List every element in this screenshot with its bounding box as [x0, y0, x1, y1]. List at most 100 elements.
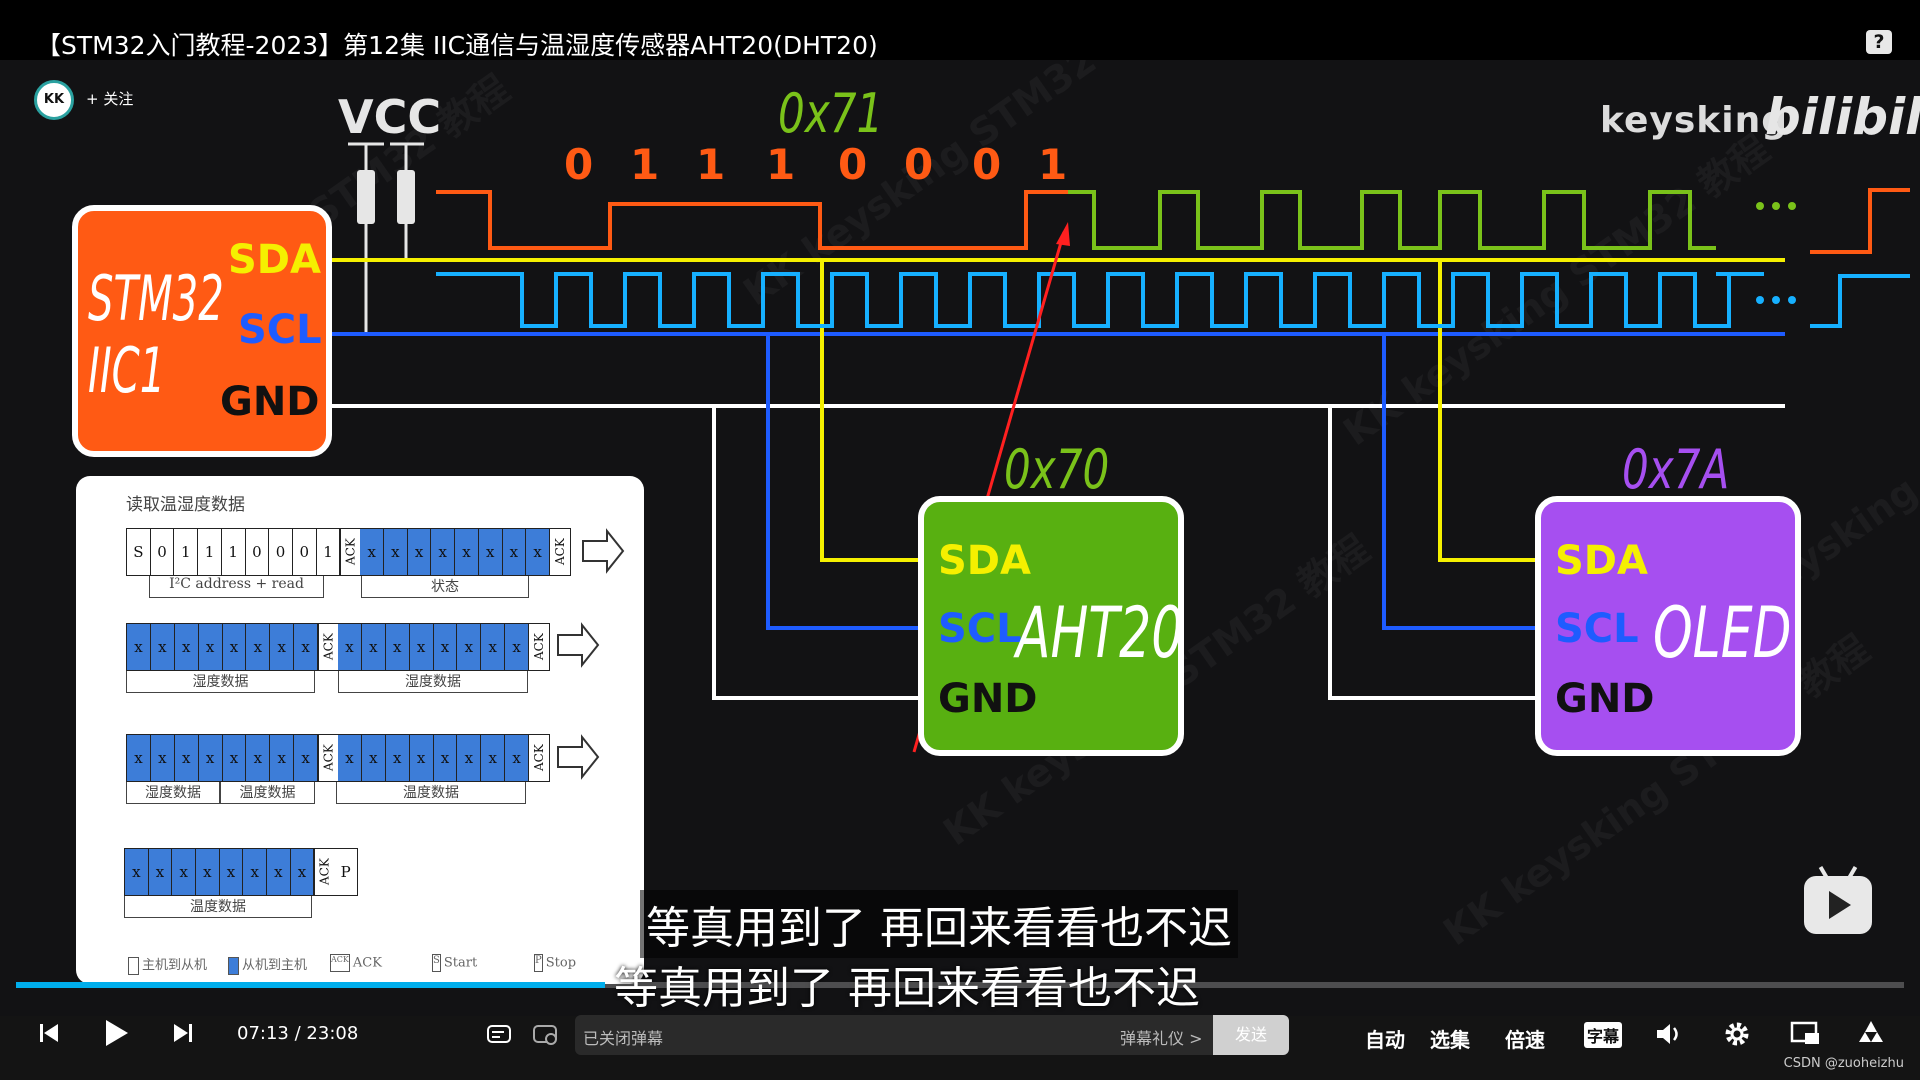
- tv-play-icon[interactable]: [1804, 865, 1872, 934]
- stm32-name-line2: IIC1: [88, 334, 166, 407]
- frame-cell: x: [431, 529, 456, 575]
- frame-cell: x: [481, 624, 506, 670]
- progress-bar[interactable]: [16, 982, 1904, 988]
- frame-cell: x: [270, 735, 295, 781]
- frame-cell: x: [174, 624, 199, 670]
- danmaku-toggle-icon[interactable]: [486, 1022, 514, 1046]
- frame-cell: x: [246, 735, 271, 781]
- frame-cell: x: [338, 624, 362, 670]
- frame-bracket: 状态: [361, 576, 529, 598]
- autoplay-button[interactable]: 自动: [1365, 1028, 1405, 1052]
- danmaku-input[interactable]: [575, 1015, 1235, 1055]
- danmaku-etiquette-link[interactable]: 弹幕礼仪 >: [1120, 1029, 1203, 1048]
- arrow-right-icon: [582, 528, 625, 574]
- pin-sda: SDA: [1555, 538, 1648, 584]
- legend-label: ACK: [352, 955, 382, 971]
- time-display: 07:13 / 23:08: [237, 1023, 358, 1044]
- frame-cell: x: [361, 735, 386, 781]
- frame-cell: x: [407, 529, 432, 575]
- frame-cell: 1: [198, 529, 222, 575]
- frame-cell: ACK: [549, 529, 570, 575]
- danmaku-settings-icon[interactable]: [532, 1022, 560, 1046]
- aht20-address: 0x70: [1004, 438, 1110, 501]
- send-button[interactable]: 发送: [1213, 1015, 1289, 1055]
- frame-cell: x: [361, 624, 386, 670]
- datasheet-title: 读取温湿度数据: [126, 495, 245, 515]
- frame-cell: x: [127, 624, 151, 670]
- stm32-name-line1: STM32: [88, 262, 224, 335]
- next-icon[interactable]: [172, 1022, 194, 1044]
- pin-gnd: GND: [938, 676, 1038, 722]
- pin-gnd: GND: [220, 379, 320, 425]
- pin-scl: SCL: [238, 307, 322, 353]
- volume-icon[interactable]: [1654, 1020, 1684, 1048]
- legend-swatch: P: [534, 954, 543, 972]
- oled-name: OLED: [1653, 592, 1792, 674]
- frame-cell: x: [198, 624, 223, 670]
- frame-cell: x: [455, 529, 479, 575]
- stm32-block: STM32 IIC1 SDA SCL GND: [72, 205, 332, 457]
- pin-sda: SDA: [228, 237, 321, 283]
- frame-cell: x: [409, 735, 434, 781]
- pin-sda: SDA: [938, 538, 1031, 584]
- frame-cell: 1: [174, 529, 199, 575]
- bit-label: 1: [696, 140, 726, 189]
- video-title: 【STM32入门教程-2023】第12集 IIC通信与温湿度传感器AHT20(D…: [36, 31, 878, 60]
- danmaku-placeholder: 已关闭弹幕: [583, 1029, 664, 1048]
- bilibili-logo: bilibili: [1765, 88, 1920, 146]
- frame-cell: x: [172, 849, 197, 895]
- frame-cell: ACK: [529, 735, 549, 781]
- episodes-button[interactable]: 选集: [1430, 1028, 1470, 1052]
- frame-cell: x: [409, 624, 434, 670]
- arrow-right-icon: [557, 734, 600, 780]
- current-time: 07:13: [237, 1023, 289, 1044]
- frame-bracket: I²C address + read: [149, 576, 324, 598]
- oled-address: 0x7A: [1622, 438, 1730, 501]
- frame-cell: x: [150, 624, 175, 670]
- previous-icon[interactable]: [38, 1022, 60, 1044]
- frame-cell: x: [196, 849, 220, 895]
- play-icon[interactable]: [102, 1018, 130, 1048]
- progress-fill: [16, 982, 606, 988]
- frame-cell: x: [457, 735, 482, 781]
- legend-swatch: S: [432, 954, 441, 972]
- frame-cell: ACK: [340, 529, 361, 575]
- frame-cell: x: [384, 529, 408, 575]
- picture-in-picture-icon[interactable]: [1790, 1020, 1822, 1048]
- frame-cell: x: [222, 735, 247, 781]
- frame-cell: x: [219, 849, 244, 895]
- frame-cell: x: [294, 735, 318, 781]
- frame-cell: x: [243, 849, 268, 895]
- uploader-avatar[interactable]: KK: [34, 80, 74, 120]
- question-icon[interactable]: ?: [1866, 30, 1892, 54]
- frame-bracket: 温度数据: [220, 782, 315, 804]
- time-separator: /: [294, 1023, 301, 1044]
- frame-bracket: 湿度数据: [126, 671, 315, 693]
- subtitle-button[interactable]: 字幕: [1584, 1022, 1623, 1048]
- frame-cell: x: [148, 849, 173, 895]
- frame-cell: x: [478, 529, 503, 575]
- frame-cell: P: [340, 863, 351, 881]
- frame-cell: S: [127, 529, 151, 575]
- frame-cell: x: [125, 849, 149, 895]
- settings-gear-icon[interactable]: [1722, 1019, 1752, 1049]
- frame-cell: ACK: [318, 735, 338, 781]
- speed-button[interactable]: 倍速: [1505, 1028, 1545, 1052]
- legend-label: 从机到主机: [242, 958, 308, 973]
- frame-cell: x: [174, 735, 199, 781]
- address-label: 0x71: [778, 82, 884, 145]
- frame-cell: x: [526, 529, 550, 575]
- frame-cell: x: [433, 624, 458, 670]
- frame-cell: x: [150, 735, 175, 781]
- bit-label: 1: [766, 140, 796, 189]
- frame-cell: x: [433, 735, 458, 781]
- frame-cell: 0: [246, 529, 270, 575]
- follow-button[interactable]: + 关注: [86, 90, 134, 108]
- frame-cell: x: [360, 529, 385, 575]
- vcc-label: VCC: [338, 90, 442, 144]
- fullscreen-icon[interactable]: [1855, 1018, 1887, 1048]
- stm32-name: STM32 IIC1: [88, 263, 224, 407]
